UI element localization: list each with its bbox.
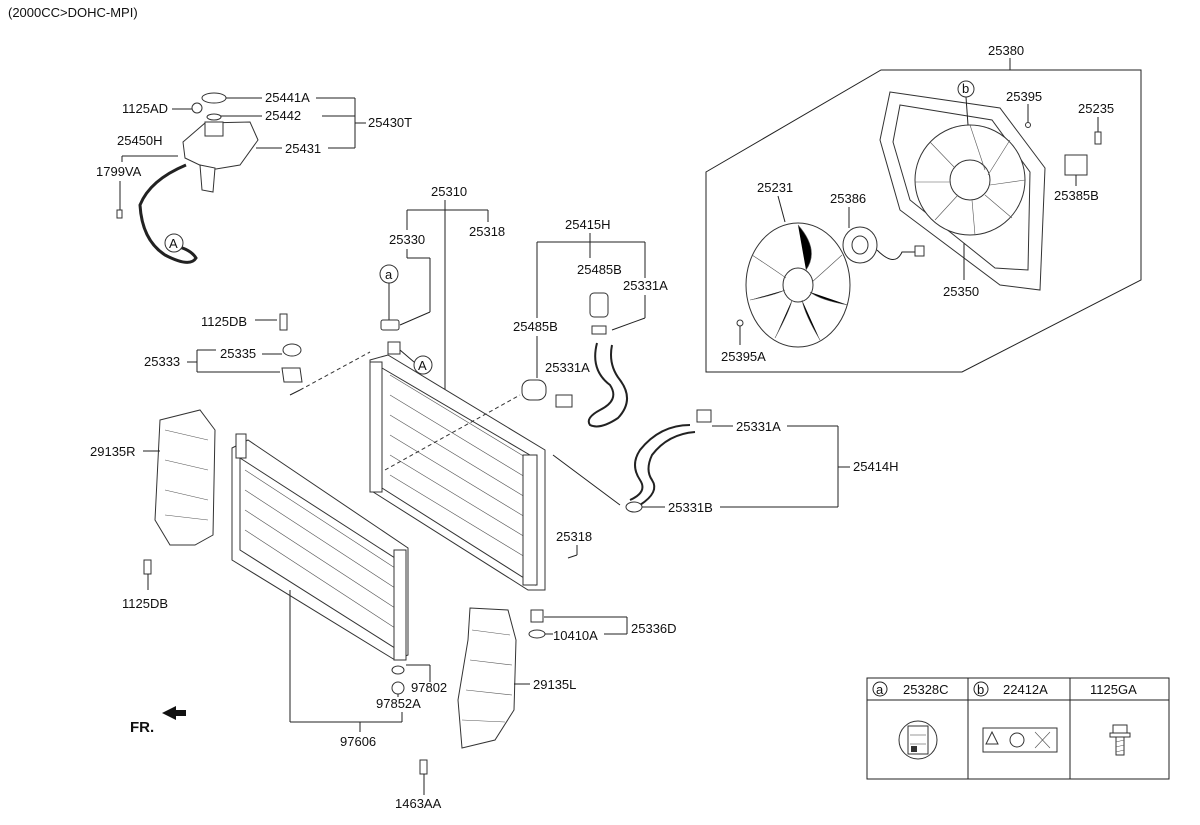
- label-25333: 25333: [144, 354, 180, 369]
- label-25231: 25231: [757, 180, 793, 195]
- label-29135L: 29135L: [533, 677, 576, 692]
- label-25395A: 25395A: [721, 349, 766, 364]
- callout-A-letter: A: [169, 236, 178, 251]
- engine-spec-label: (2000CC>DOHC-MPI): [8, 5, 138, 20]
- label-10410A: 10410A: [553, 628, 598, 643]
- front-marker: FR.: [130, 719, 154, 736]
- label-25331A-top: 25331A: [623, 278, 668, 293]
- fan-blade: [745, 222, 851, 348]
- label-25235: 25235: [1078, 101, 1114, 116]
- label-25350: 25350: [943, 284, 979, 299]
- upper-hose-group: 25415H 25485B 25331A 25485B 25331A: [513, 217, 668, 428]
- callout-A-radiator: [413, 355, 433, 375]
- label-25442: 25442: [265, 108, 301, 123]
- connector-25385b: [1064, 154, 1088, 176]
- label-25386: 25386: [830, 191, 866, 206]
- legend-b-letter: b: [977, 682, 984, 697]
- legend-a-letter: a: [876, 682, 884, 697]
- label-1125DB-lower: 1125DB: [122, 596, 168, 611]
- fan-shroud-group: 25380 b 25395 25235 25385B: [705, 43, 1142, 373]
- label-25331A-mid: 25331A: [545, 360, 590, 375]
- label-29135R: 29135R: [90, 444, 136, 459]
- hose-fitting-upper: [589, 292, 609, 318]
- label-25431: 25431: [285, 141, 321, 156]
- label-25310: 25310: [431, 184, 467, 199]
- warning-label-icon: [898, 720, 938, 760]
- legend-c-part: 1125GA: [1090, 682, 1137, 697]
- label-25385B: 25385B: [1054, 188, 1099, 203]
- hose-fitting-lower: [521, 379, 547, 401]
- drain-plug: [530, 609, 544, 623]
- label-97606: 97606: [340, 734, 376, 749]
- cap-25441a: [201, 92, 227, 104]
- label-1463AA: 1463AA: [395, 796, 442, 811]
- label-25318-top: 25318: [469, 224, 505, 239]
- lower-hose-group: 25331A 25414H 25331B: [552, 409, 899, 515]
- fan-group-border: [705, 69, 1142, 373]
- callout-b-letter: b: [962, 81, 969, 96]
- label-25336D: 25336D: [631, 621, 677, 636]
- label-25330: 25330: [389, 232, 425, 247]
- label-25450H: 25450H: [117, 133, 163, 148]
- bracket-group: 1125DB 25333 25335: [144, 313, 303, 383]
- label-25415H: 25415H: [565, 217, 611, 232]
- condenser-group: 97802 97852A 97606: [231, 433, 447, 749]
- label-25430T: 25430T: [368, 115, 412, 130]
- fan-shroud: [879, 91, 1046, 291]
- fan-motor: [842, 226, 925, 264]
- legend-b-part: 22412A: [1003, 682, 1048, 697]
- bolt-icon: [1109, 724, 1131, 756]
- label-25441A: 25441A: [265, 90, 310, 105]
- radiator-core: [369, 354, 546, 591]
- label-25335: 25335: [220, 346, 256, 361]
- front-arrow-icon: [162, 706, 186, 720]
- legend-table: a 25328C b 22412A 1125GA: [866, 677, 1170, 780]
- legend-a-part: 25328C: [903, 682, 949, 697]
- label-25331B: 25331B: [668, 500, 713, 515]
- label-25485B-top: 25485B: [577, 262, 622, 277]
- radiator-group: 25310 25318 25330 a A: [289, 184, 677, 643]
- reservoir-group: 25441A 1125AD 25442 25430T 25431 25450H …: [96, 90, 412, 264]
- callout-a-letter: a: [385, 267, 393, 282]
- label-1125AD: 1125AD: [122, 101, 168, 116]
- label-25485B-mid: 25485B: [513, 319, 558, 334]
- label-1799VA: 1799VA: [96, 164, 142, 179]
- label-97802: 97802: [411, 680, 447, 695]
- caution-sticker-icon: [982, 727, 1058, 753]
- label-25395: 25395: [1006, 89, 1042, 104]
- label-1125DB-upper: 1125DB: [201, 314, 247, 329]
- expansion-tank: [182, 121, 259, 193]
- callout-A-reservoir: [164, 233, 184, 253]
- air-guard-right: 29135R 1125DB: [90, 409, 216, 611]
- label-97852A: 97852A: [376, 696, 421, 711]
- label-25331A-lower: 25331A: [736, 419, 781, 434]
- callout-A-radiator-letter: A: [418, 358, 427, 373]
- label-25318-lower: 25318: [556, 529, 592, 544]
- legend-callout-a: [872, 681, 888, 697]
- air-guard-left: 29135L 1463AA: [395, 607, 576, 811]
- label-25380: 25380: [988, 43, 1024, 58]
- label-25414H: 25414H: [853, 459, 899, 474]
- legend-callout-b: [973, 681, 989, 697]
